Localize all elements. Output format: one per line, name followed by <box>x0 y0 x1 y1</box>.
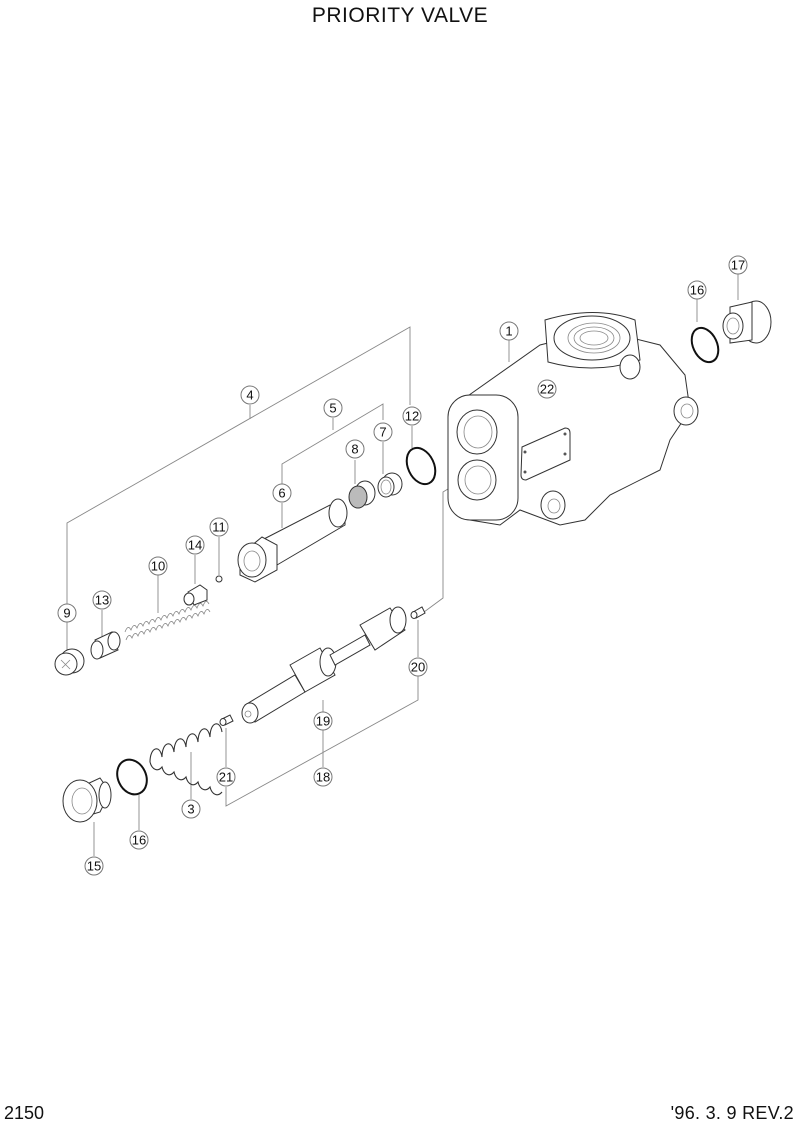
filter <box>348 480 376 509</box>
svg-text:16: 16 <box>690 283 704 298</box>
svg-text:12: 12 <box>405 409 419 424</box>
callout-21: 21 <box>216 767 236 787</box>
revision-date: '96. 3. 9 REV.2 <box>670 1103 794 1123</box>
callout-6: 6 <box>272 483 292 503</box>
svg-text:15: 15 <box>87 859 101 874</box>
svg-text:20: 20 <box>411 660 425 675</box>
svg-text:21: 21 <box>219 770 233 785</box>
leader-lines <box>66 274 739 856</box>
plug-left <box>62 777 112 823</box>
callout-8: 8 <box>345 439 365 459</box>
callout-10: 10 <box>148 556 168 576</box>
o-ring-right <box>690 326 720 364</box>
callout-20: 20 <box>408 657 428 677</box>
pin-right <box>410 606 426 619</box>
svg-text:14: 14 <box>188 538 202 553</box>
callout-14: 14 <box>185 535 205 555</box>
callout-11: 11 <box>209 517 229 537</box>
callout-12: 12 <box>402 406 422 426</box>
svg-text:11: 11 <box>212 520 226 535</box>
svg-text:1: 1 <box>505 324 512 339</box>
svg-text:3: 3 <box>187 802 194 817</box>
callout-1: 1 <box>499 321 519 341</box>
page-number: 2150 <box>4 1103 45 1123</box>
svg-text:19: 19 <box>316 714 330 729</box>
svg-text:9: 9 <box>63 606 70 621</box>
svg-text:22: 22 <box>540 382 554 397</box>
callout-7: 7 <box>373 422 393 442</box>
svg-text:8: 8 <box>351 442 358 457</box>
callout-4: 4 <box>240 385 260 405</box>
callout-13: 13 <box>92 590 112 610</box>
svg-text:17: 17 <box>731 258 745 273</box>
svg-text:16: 16 <box>132 833 146 848</box>
svg-text:7: 7 <box>379 425 386 440</box>
callout-5: 5 <box>323 398 343 418</box>
svg-text:18: 18 <box>316 770 330 785</box>
plug-right <box>722 300 772 344</box>
seat-ring <box>377 472 403 498</box>
spring-small <box>124 601 211 641</box>
callout-16-left: 16 <box>129 830 149 850</box>
poppet <box>183 584 208 606</box>
o-ring-left <box>116 758 148 796</box>
name-plate <box>520 427 571 481</box>
callout-15: 15 <box>84 856 104 876</box>
relief-valve-housing <box>237 498 348 583</box>
adjusting-plug <box>54 648 85 676</box>
callout-3: 3 <box>181 799 201 819</box>
svg-text:6: 6 <box>278 486 285 501</box>
callout-22: 22 <box>537 379 557 399</box>
callout-18: 18 <box>313 767 333 787</box>
page-title: PRIORITY VALVE <box>311 4 489 27</box>
callout-16-right: 16 <box>687 280 707 300</box>
valve-body <box>447 312 699 526</box>
callout-9: 9 <box>57 603 77 623</box>
spool <box>241 606 407 724</box>
o-ring-large <box>405 446 437 486</box>
callout-17: 17 <box>728 255 748 275</box>
svg-text:5: 5 <box>329 401 336 416</box>
svg-text:4: 4 <box>246 388 253 403</box>
sleeve <box>90 631 121 660</box>
pin-left <box>219 714 234 726</box>
callout-19: 19 <box>313 711 333 731</box>
spring-main <box>149 723 223 796</box>
ball <box>215 575 223 583</box>
svg-text:10: 10 <box>151 559 165 574</box>
svg-text:13: 13 <box>95 593 109 608</box>
